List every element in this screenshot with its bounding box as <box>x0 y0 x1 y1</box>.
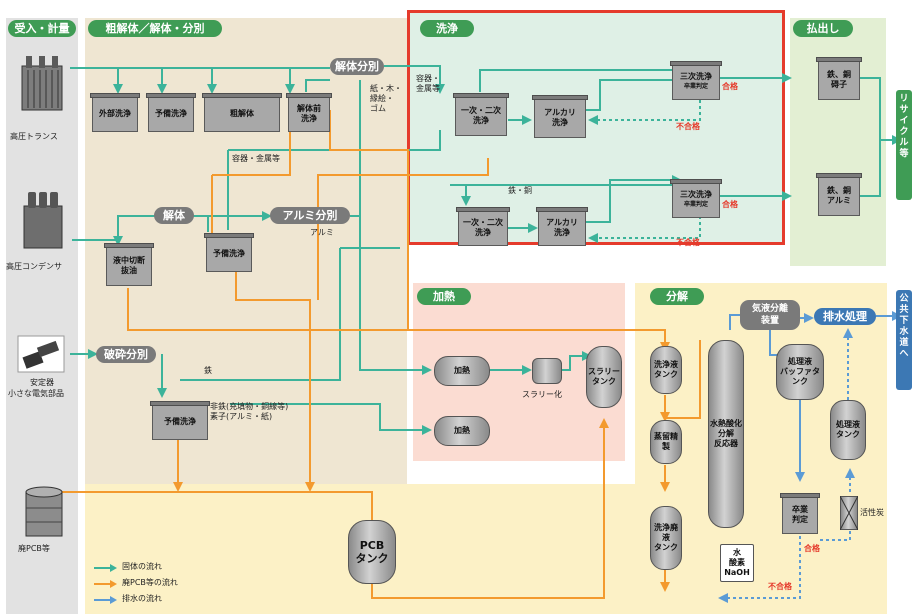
gas-liquid-sep-pill: 気液分離 装置 <box>740 300 800 330</box>
legend-arrow-icon <box>94 564 117 572</box>
rough-disassembly-box: 粗解体 <box>202 93 282 132</box>
container-metal-label-1: 容器・ 金属等 <box>416 74 440 93</box>
legend-label: 固体の流れ <box>122 562 162 571</box>
disassembly-sort-pill: 解体分別 <box>330 58 384 75</box>
header-discharge: 払出し <box>793 20 853 37</box>
graduation-judge-box: 卒業 判定 <box>780 493 820 534</box>
header-decompose: 分解 <box>650 288 704 305</box>
pass-label-2: 合格 <box>722 200 738 209</box>
alkali-wash-box-2: アルカリ 洗浄 <box>536 207 588 246</box>
treated-liquid-tank: 処理液 タンク <box>830 400 866 460</box>
wash-waste-tank: 洗浄廃液 タンク <box>650 506 682 570</box>
non-iron-label: 非鉄(充填物・銅線等) 素子(アルミ・紙) <box>210 402 289 421</box>
reactor-vessel: 水熱酸化分解 反応器 <box>708 340 744 528</box>
in-liquid-cut-box: 液中切断 抜油 <box>104 243 154 286</box>
iron-copper-label: 鉄・銅 <box>508 186 532 195</box>
paper-wood-label: 紙・木・ 縁絵・ ゴム <box>370 84 402 113</box>
pre-wash-box-3: 予備洗浄 <box>150 401 210 440</box>
container-metal-label-2: 容器・金属等 <box>232 154 280 163</box>
sewer-label: 公共下水道へ <box>899 294 909 359</box>
drum-icon <box>25 486 63 537</box>
buffer-tank: 処理液 バッファタンク <box>776 344 824 400</box>
header-heat: 加熱 <box>417 288 471 305</box>
crush-sort-pill: 破砕分別 <box>96 346 156 363</box>
distill-tank: 蒸留精製 <box>650 420 682 464</box>
tertiary-wash-box-1: 三次洗浄卒業判定 <box>670 61 722 100</box>
pcb-tank: PCB タンク <box>348 520 396 584</box>
recycle-bar <box>896 90 912 200</box>
fail-label-2: 不合格 <box>676 238 700 247</box>
legend-arrow-icon <box>94 596 117 604</box>
pass-label-1: 合格 <box>722 82 738 91</box>
recycle-label: リサイクル等 <box>899 94 909 159</box>
disassembly-pill: 解体 <box>154 207 194 224</box>
output-iron-copper-core-box: 鉄、銅 碍子 <box>816 57 862 100</box>
slurry-cylinder <box>532 358 562 384</box>
fail-label-3: 不合格 <box>768 582 792 591</box>
slurry-label: スラリー化 <box>522 390 562 399</box>
pass-label-3: 合格 <box>804 544 820 553</box>
slurry-tank: スラリー タンク <box>586 346 622 408</box>
wastewater-pill: 排水処理 <box>814 308 876 325</box>
heat-tank-1: 加熱 <box>434 356 490 386</box>
fail-label-1: 不合格 <box>676 122 700 131</box>
wash-frame <box>407 10 785 245</box>
transformer-label: 高圧トランス <box>10 132 58 141</box>
primary-secondary-wash-box-2: 一次・二次 洗浄 <box>456 207 510 246</box>
legend-label: 廃PCB等の流れ <box>122 578 178 587</box>
water-oxygen-box: 水 酸素 NaOH <box>720 544 754 582</box>
capacitor-label: 高圧コンデンサ <box>6 262 62 271</box>
aluminum-sort-pill: アルミ分別 <box>270 207 350 224</box>
exterior-wash-box: 外部洗浄 <box>90 93 140 132</box>
stabilizer-icon <box>17 335 65 373</box>
stabilizer-label-2: 小さな電気部品 <box>8 389 64 398</box>
header-disassemble: 粗解体／解体・分別 <box>88 20 222 37</box>
alkali-wash-box-1: アルカリ 洗浄 <box>532 95 588 138</box>
header-receive: 受入・計量 <box>8 20 76 37</box>
primary-secondary-wash-box-1: 一次・二次 洗浄 <box>453 93 509 136</box>
transformer-icon <box>21 56 63 111</box>
activated-carbon-label: 活性炭 <box>860 508 884 517</box>
waste-pcb-label: 廃PCB等 <box>18 544 50 553</box>
filter-cross-icon <box>840 496 858 530</box>
sewer-bar <box>896 290 912 390</box>
iron-label: 鉄 <box>204 366 212 375</box>
pre-wash-box-2: 予備洗浄 <box>204 233 254 272</box>
pre-disassembly-wash-box: 解体前 洗浄 <box>286 93 332 132</box>
legend-arrow-icon <box>94 580 117 588</box>
heat-tank-2: 加熱 <box>434 416 490 446</box>
pre-wash-box-1: 予備洗浄 <box>146 93 196 132</box>
legend-label: 排水の流れ <box>122 594 162 603</box>
header-wash: 洗浄 <box>420 20 474 37</box>
capacitor-icon <box>23 192 63 249</box>
output-iron-copper-al-box: 鉄、銅 アルミ <box>816 173 862 216</box>
aluminum-label: アルミ <box>310 228 334 237</box>
tertiary-wash-box-2: 三次洗浄卒業判定 <box>670 179 722 218</box>
wash-liquid-tank: 洗浄液 タンク <box>650 346 682 394</box>
stabilizer-label-1: 安定器 <box>30 378 54 387</box>
